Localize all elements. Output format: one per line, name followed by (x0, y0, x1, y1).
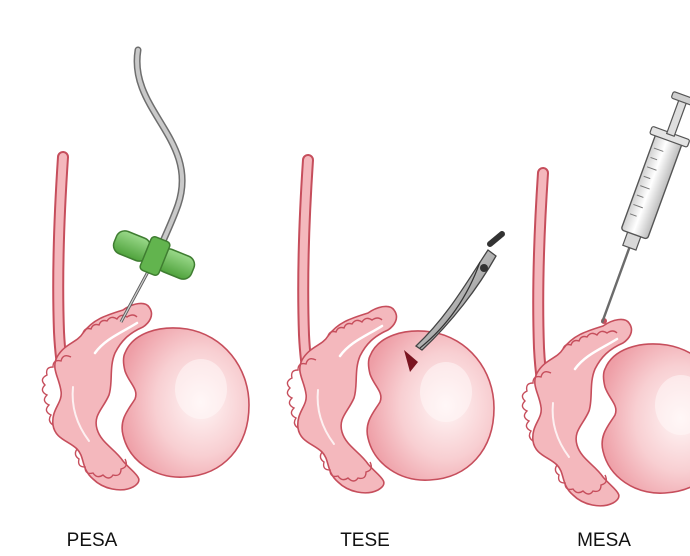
mesa-label: MESA (577, 530, 631, 551)
pesa-label: PESA (66, 530, 118, 551)
mesa-panel (522, 91, 690, 506)
syringe-icon (600, 91, 690, 324)
tese-label: TESE (340, 530, 390, 551)
butterfly-needle-icon (112, 230, 196, 323)
scissors-icon (414, 231, 505, 351)
pesa-panel (42, 46, 249, 490)
tese-panel (287, 160, 505, 493)
